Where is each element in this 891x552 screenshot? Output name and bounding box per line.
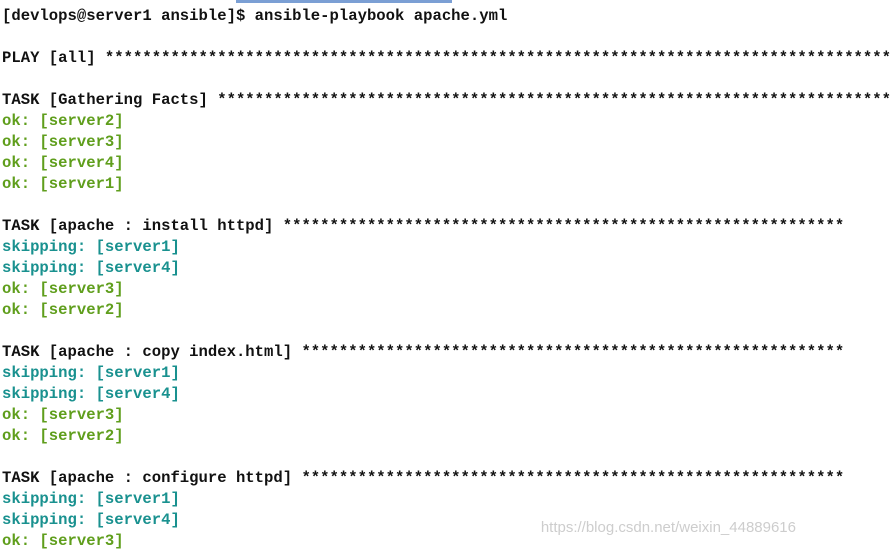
terminal-line-skipping: skipping: [server1] (2, 490, 180, 508)
terminal-line-ok: ok: [server3] (2, 133, 124, 151)
terminal-output: [devlops@server1 ansible]$ ansible-playb… (2, 6, 891, 552)
terminal-line-skipping: skipping: [server1] (2, 364, 180, 382)
terminal-line-ok: ok: [server4] (2, 154, 124, 172)
terminal-line-blank (2, 321, 891, 342)
terminal-line-skipping: skipping: [server4] (2, 511, 180, 529)
terminal-line-blank (2, 447, 891, 468)
terminal-line-blank (2, 69, 891, 90)
terminal-line-ok: ok: [server2] (2, 427, 124, 445)
active-tab-indicator (236, 0, 452, 3)
terminal-line-task: TASK [apache : install httpd] **********… (2, 217, 845, 235)
terminal-line-skipping: skipping: [server1] (2, 238, 180, 256)
terminal-line-blank (2, 195, 891, 216)
terminal-line-skipping: skipping: [server4] (2, 259, 180, 277)
terminal-line-ok: ok: [server3] (2, 406, 124, 424)
watermark: https://blog.csdn.net/weixin_44889616 (540, 519, 796, 536)
terminal-line-skipping: skipping: [server4] (2, 385, 180, 403)
terminal-line-play: PLAY [all] *****************************… (2, 49, 891, 67)
terminal-line-ok: ok: [server3] (2, 280, 124, 298)
terminal-line-ok: ok: [server2] (2, 301, 124, 319)
terminal-line-prompt: [devlops@server1 ansible]$ ansible-playb… (2, 7, 508, 25)
terminal-line-ok: ok: [server1] (2, 175, 124, 193)
terminal-line-ok: ok: [server3] (2, 532, 124, 550)
terminal-line-blank (2, 27, 891, 48)
terminal-line-ok: ok: [server2] (2, 112, 124, 130)
terminal-line-task: TASK [Gathering Facts] *****************… (2, 91, 891, 109)
terminal-line-task: TASK [apache : configure httpd] ********… (2, 469, 845, 487)
terminal-line-task: TASK [apache : copy index.html] ********… (2, 343, 845, 361)
